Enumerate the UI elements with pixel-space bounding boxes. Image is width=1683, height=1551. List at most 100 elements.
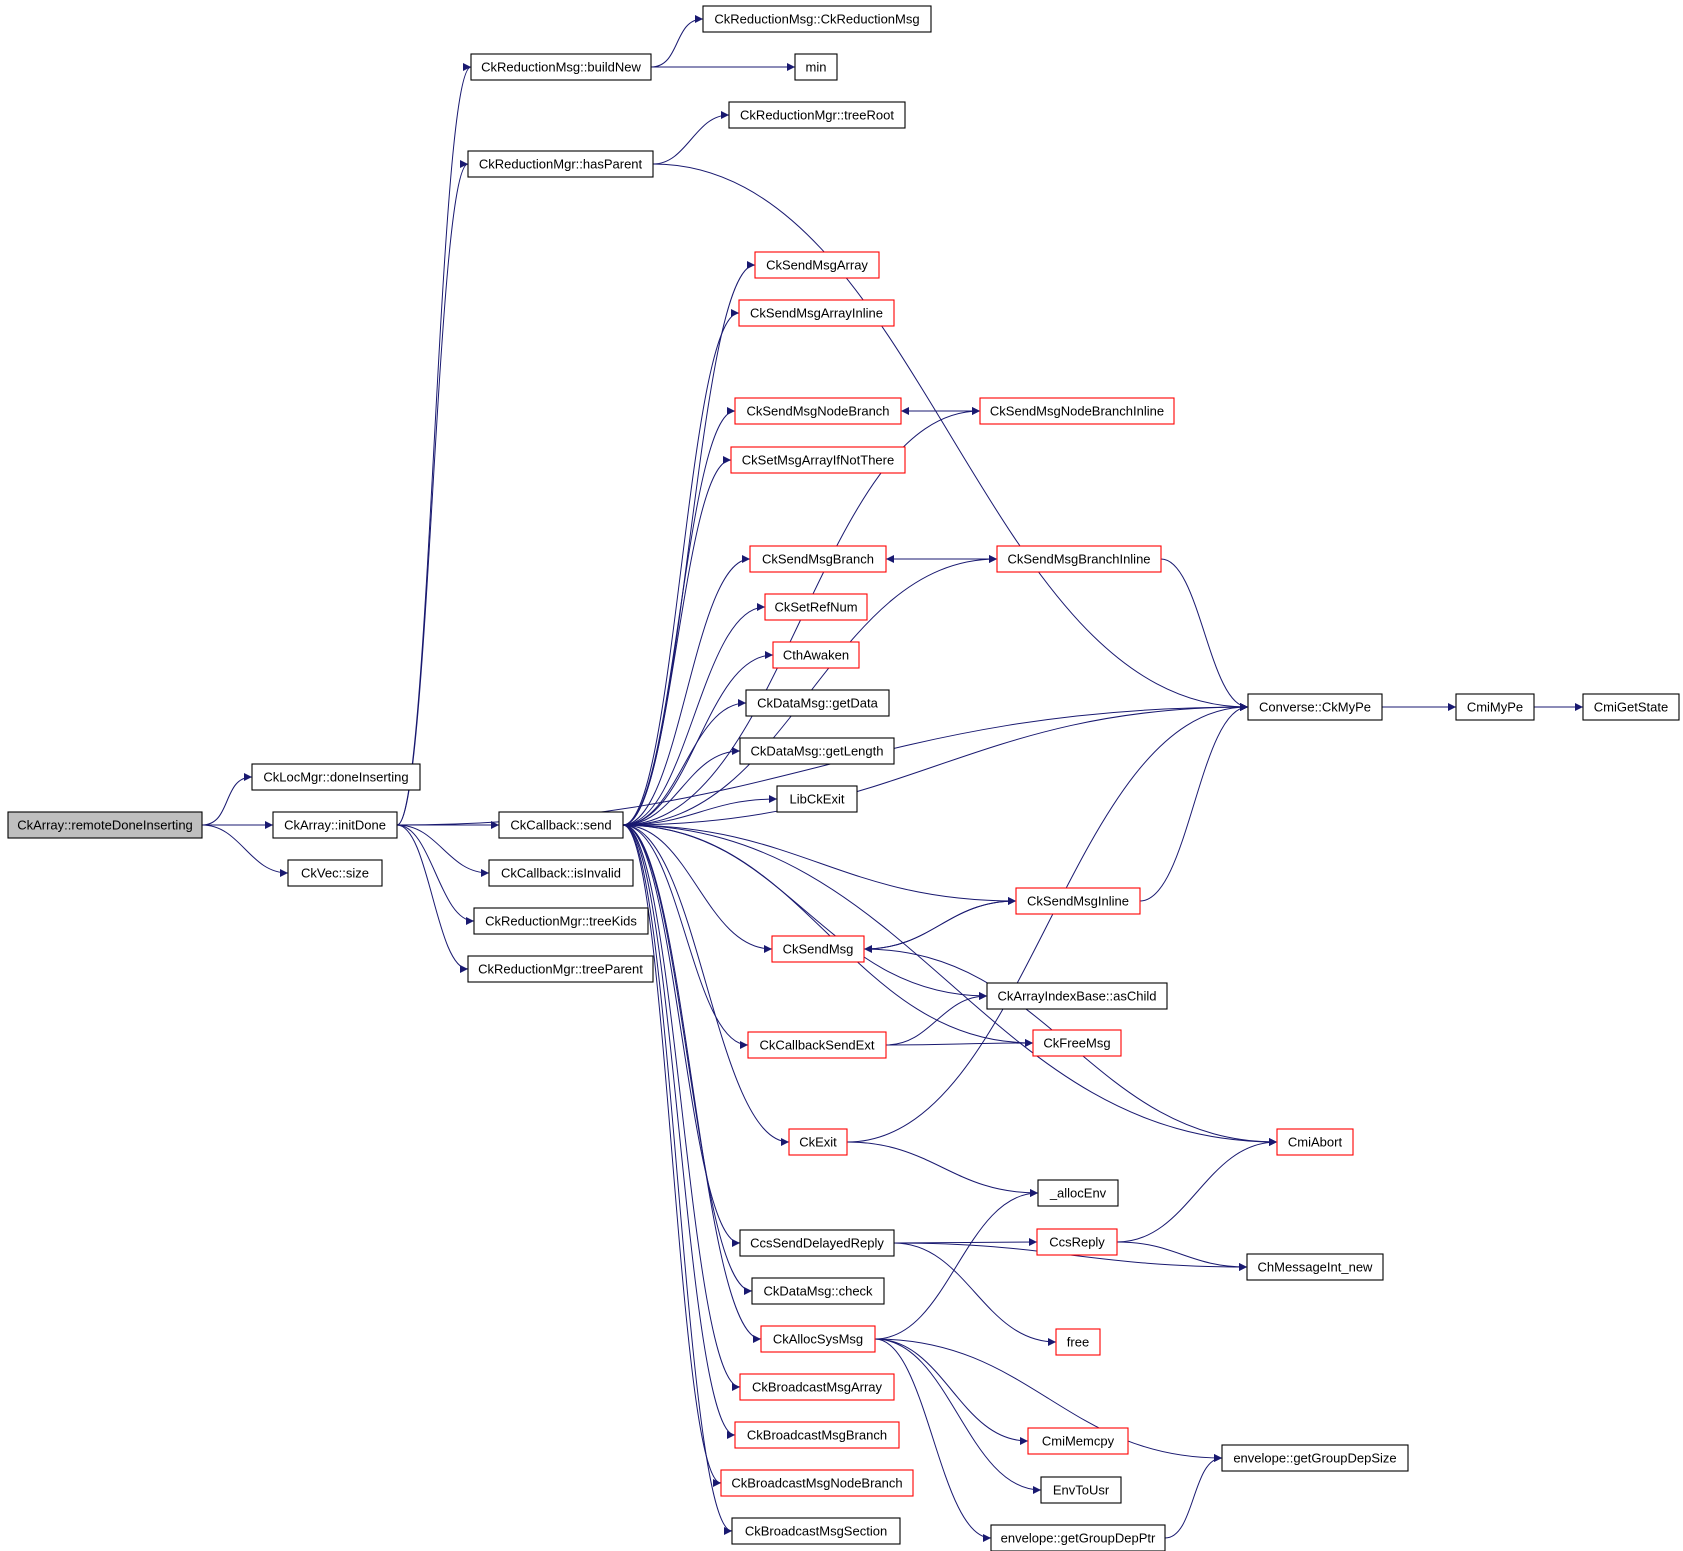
- node-box[interactable]: [776, 785, 858, 813]
- node-box[interactable]: [1247, 693, 1383, 721]
- node-box[interactable]: [738, 299, 895, 327]
- node-bcastnodebranch[interactable]: CkBroadcastMsgNodeBranch: [720, 1469, 914, 1497]
- node-getgroupdepptr[interactable]: envelope::getGroupDepPtr: [990, 1524, 1166, 1551]
- node-box[interactable]: [470, 53, 652, 81]
- node-treeroot[interactable]: CkReductionMgr::treeRoot: [728, 101, 906, 129]
- node-bcastbranch[interactable]: CkBroadcastMsgBranch: [734, 1421, 900, 1449]
- node-allocenv[interactable]: _allocEnv: [1037, 1179, 1119, 1207]
- node-box[interactable]: [730, 446, 906, 474]
- node-box[interactable]: [1036, 1228, 1118, 1256]
- node-sendnodebranch[interactable]: CkSendMsgNodeBranch: [734, 397, 902, 425]
- node-box[interactable]: [1015, 887, 1141, 915]
- node-treekids[interactable]: CkReductionMgr::treeKids: [473, 907, 649, 935]
- node-bcastarray[interactable]: CkBroadcastMsgArray: [739, 1373, 895, 1401]
- node-box[interactable]: [739, 1373, 895, 1401]
- node-cmiabort[interactable]: CmiAbort: [1276, 1128, 1354, 1156]
- node-box[interactable]: [760, 1325, 876, 1353]
- node-box[interactable]: [1221, 1444, 1409, 1472]
- node-box[interactable]: [251, 763, 421, 791]
- node-free[interactable]: free: [1055, 1328, 1101, 1356]
- node-envtousr[interactable]: EnvToUsr: [1040, 1476, 1122, 1504]
- node-cthawaken[interactable]: CthAwaken: [772, 641, 860, 669]
- node-libckexit[interactable]: LibCkExit: [776, 785, 858, 813]
- node-setrefnum[interactable]: CkSetRefNum: [764, 593, 868, 621]
- node-box[interactable]: [702, 5, 932, 33]
- node-box[interactable]: [734, 397, 902, 425]
- node-box[interactable]: [498, 811, 624, 839]
- node-box[interactable]: [739, 1229, 895, 1257]
- node-sendmsginline[interactable]: CkSendMsgInline: [1015, 887, 1141, 915]
- node-cbsend[interactable]: CkCallback::send: [498, 811, 624, 839]
- node-sendbranch[interactable]: CkSendMsgBranch: [749, 545, 887, 573]
- node-box[interactable]: [473, 907, 649, 935]
- node-freemsg[interactable]: CkFreeMsg: [1032, 1029, 1122, 1057]
- node-box[interactable]: [771, 935, 865, 963]
- node-box[interactable]: [1455, 693, 1535, 721]
- node-buildnew[interactable]: CkReductionMsg::buildNew: [470, 53, 652, 81]
- node-sendbranchinline[interactable]: CkSendMsgBranchInline: [996, 545, 1162, 573]
- node-box[interactable]: [996, 545, 1162, 573]
- node-ckmype[interactable]: Converse::CkMyPe: [1247, 693, 1383, 721]
- node-sendnodebranchinline[interactable]: CkSendMsgNodeBranchInline: [979, 397, 1175, 425]
- node-getgroupdepsize[interactable]: envelope::getGroupDepSize: [1221, 1444, 1409, 1472]
- node-box[interactable]: [1027, 1427, 1129, 1455]
- node-box[interactable]: [764, 593, 868, 621]
- node-chmsgnew[interactable]: ChMessageInt_new: [1246, 1253, 1384, 1281]
- node-box[interactable]: [7, 811, 203, 839]
- node-root[interactable]: CkArray::remoteDoneInserting: [7, 811, 203, 839]
- node-allocsys[interactable]: CkAllocSysMsg: [760, 1325, 876, 1353]
- node-getlength[interactable]: CkDataMsg::getLength: [739, 737, 895, 765]
- node-locmgr_done[interactable]: CkLocMgr::doneInserting: [251, 763, 421, 791]
- node-box[interactable]: [979, 397, 1175, 425]
- node-box[interactable]: [986, 982, 1168, 1010]
- node-getdata[interactable]: CkDataMsg::getData: [745, 689, 890, 717]
- node-ckexit[interactable]: CkExit: [788, 1128, 848, 1156]
- node-sendmsg[interactable]: CkSendMsg: [771, 935, 865, 963]
- node-treeparent[interactable]: CkReductionMgr::treeParent: [467, 955, 654, 983]
- node-check[interactable]: CkDataMsg::check: [751, 1277, 885, 1305]
- node-vecsize[interactable]: CkVec::size: [287, 859, 383, 887]
- node-box[interactable]: [990, 1524, 1166, 1551]
- node-setifnotthere[interactable]: CkSetMsgArrayIfNotThere: [730, 446, 906, 474]
- node-aschild[interactable]: CkArrayIndexBase::asChild: [986, 982, 1168, 1010]
- node-box[interactable]: [794, 53, 838, 81]
- node-cmigetstate[interactable]: CmiGetState: [1582, 693, 1680, 721]
- node-ckredmsg[interactable]: CkReductionMsg::CkReductionMsg: [702, 5, 932, 33]
- node-min[interactable]: min: [794, 53, 838, 81]
- node-box[interactable]: [747, 1031, 887, 1059]
- node-box[interactable]: [467, 150, 654, 178]
- node-box[interactable]: [728, 101, 906, 129]
- node-box[interactable]: [1040, 1476, 1122, 1504]
- node-box[interactable]: [287, 859, 383, 887]
- node-isinvalid[interactable]: CkCallback::isInvalid: [488, 859, 634, 887]
- node-box[interactable]: [1055, 1328, 1101, 1356]
- node-box[interactable]: [1032, 1029, 1122, 1057]
- node-box[interactable]: [1276, 1128, 1354, 1156]
- node-hasparent[interactable]: CkReductionMgr::hasParent: [467, 150, 654, 178]
- node-box[interactable]: [754, 251, 880, 279]
- node-bcastsection[interactable]: CkBroadcastMsgSection: [731, 1517, 901, 1545]
- node-box[interactable]: [745, 689, 890, 717]
- node-sendarray[interactable]: CkSendMsgArray: [754, 251, 880, 279]
- node-sendarrayinline[interactable]: CkSendMsgArrayInline: [738, 299, 895, 327]
- node-box[interactable]: [1037, 1179, 1119, 1207]
- node-initdone[interactable]: CkArray::initDone: [272, 811, 398, 839]
- node-box[interactable]: [720, 1469, 914, 1497]
- node-cmimype[interactable]: CmiMyPe: [1455, 693, 1535, 721]
- node-ccsdelayed[interactable]: CcsSendDelayedReply: [739, 1229, 895, 1257]
- node-box[interactable]: [734, 1421, 900, 1449]
- node-box[interactable]: [1582, 693, 1680, 721]
- node-box[interactable]: [739, 737, 895, 765]
- node-box[interactable]: [731, 1517, 901, 1545]
- node-box[interactable]: [772, 641, 860, 669]
- node-box[interactable]: [467, 955, 654, 983]
- node-box[interactable]: [751, 1277, 885, 1305]
- node-box[interactable]: [749, 545, 887, 573]
- node-box[interactable]: [788, 1128, 848, 1156]
- node-ccsreply[interactable]: CcsReply: [1036, 1228, 1118, 1256]
- node-box[interactable]: [272, 811, 398, 839]
- node-cbsendext[interactable]: CkCallbackSendExt: [747, 1031, 887, 1059]
- node-box[interactable]: [488, 859, 634, 887]
- node-box[interactable]: [1246, 1253, 1384, 1281]
- node-cmimemcpy[interactable]: CmiMemcpy: [1027, 1427, 1129, 1455]
